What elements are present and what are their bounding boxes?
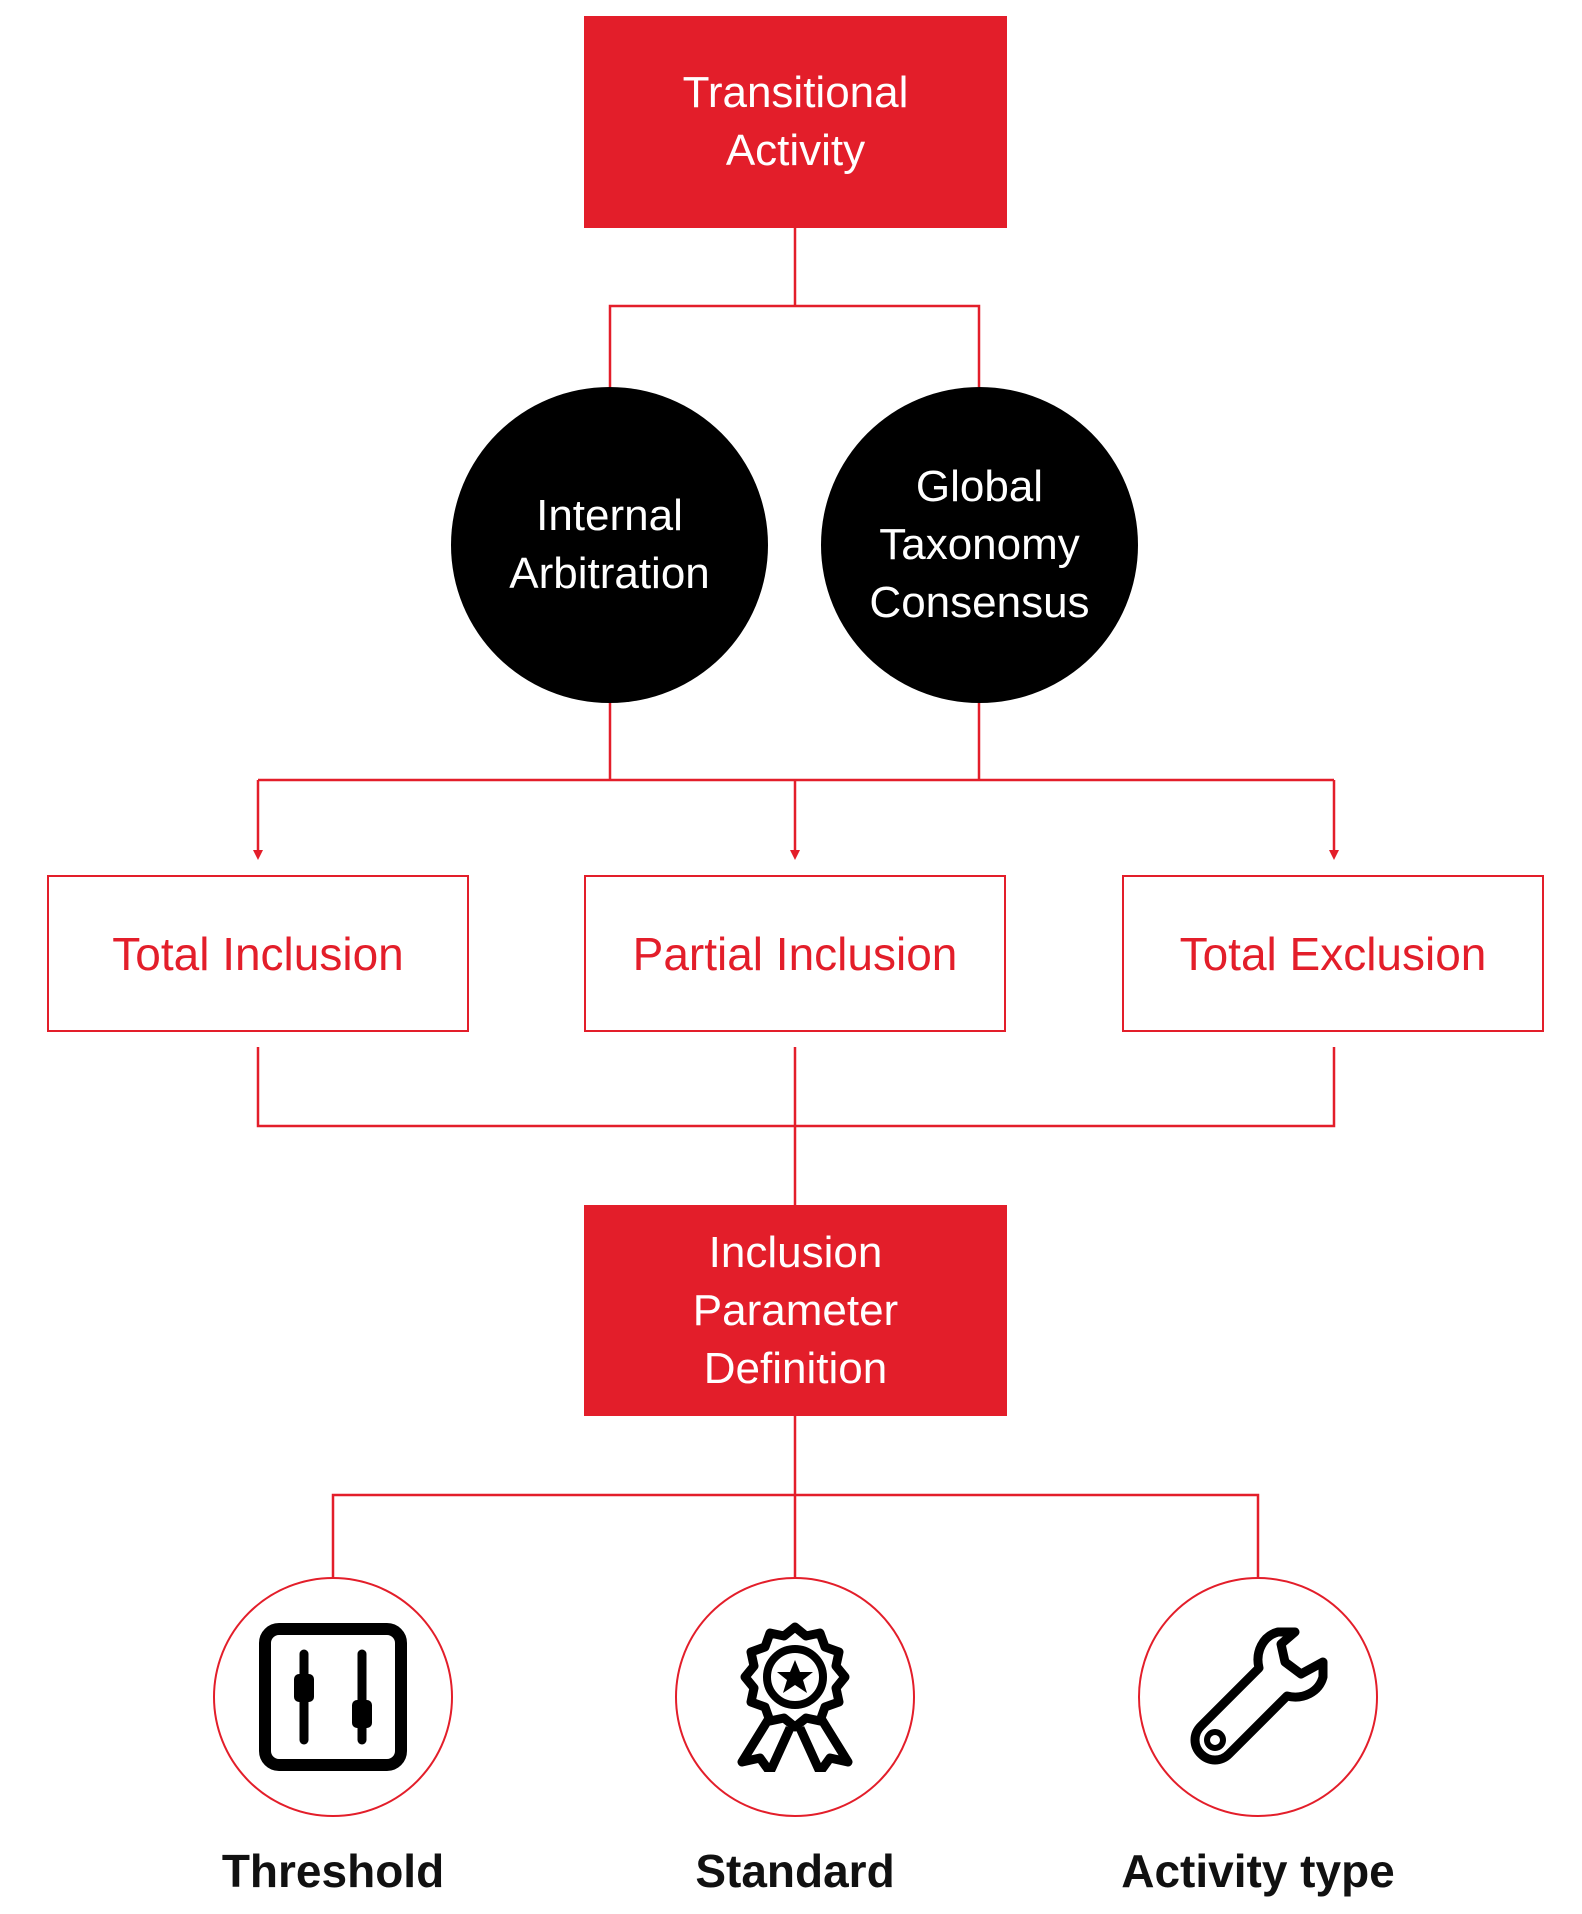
caption-threshold-label: Threshold (221, 1845, 445, 1897)
caption-threshold: Threshold (133, 1844, 533, 1904)
node-partial-inclusion: Partial Inclusion (584, 875, 1006, 1032)
node-transitional-activity-line1: Transitional (682, 68, 909, 117)
node-total-inclusion: Total Inclusion (47, 875, 469, 1032)
wrench-icon (1190, 1627, 1328, 1765)
caption-standard-label: Standard (695, 1845, 895, 1897)
connector-circles-bar (608, 304, 981, 387)
node-global-taxonomy-line1: Global (915, 462, 1044, 511)
node-inclusion-parameter-definition: Inclusion Parameter Definition (584, 1205, 1007, 1416)
node-internal-arbitration: Internal Arbitration (451, 387, 768, 703)
node-inclusion-parameter-line3: Definition (703, 1343, 888, 1393)
threshold-icon-circle (213, 1577, 453, 1817)
node-global-taxonomy-consensus: Global Taxonomy Consensus (821, 387, 1138, 703)
node-total-exclusion: Total Exclusion (1122, 875, 1544, 1032)
node-transitional-activity: Transitional Activity (584, 16, 1007, 228)
caption-activity-type: Activity type (1058, 1844, 1458, 1904)
node-internal-arbitration-line1: Internal (536, 491, 683, 540)
connector-icons-bar (331, 1493, 1260, 1577)
node-partial-inclusion-label: Partial Inclusion (632, 927, 958, 980)
caption-standard: Standard (595, 1844, 995, 1904)
node-total-exclusion-label: Total Exclusion (1179, 927, 1487, 980)
node-transitional-activity-line2: Activity (725, 126, 866, 175)
node-global-taxonomy-line2: Taxonomy (879, 520, 1080, 569)
node-inclusion-parameter-line1: Inclusion (708, 1227, 883, 1277)
award-ribbon-icon (737, 1622, 853, 1772)
standard-icon-circle (675, 1577, 915, 1817)
activity-type-icon-circle (1138, 1577, 1378, 1817)
node-global-taxonomy-line3: Consensus (869, 578, 1090, 627)
sliders-icon (259, 1623, 407, 1771)
node-inclusion-parameter-line2: Parameter (692, 1285, 899, 1335)
caption-activity-type-label: Activity type (1121, 1845, 1395, 1897)
node-total-inclusion-label: Total Inclusion (112, 927, 404, 980)
node-internal-arbitration-line2: Arbitration (509, 549, 710, 598)
